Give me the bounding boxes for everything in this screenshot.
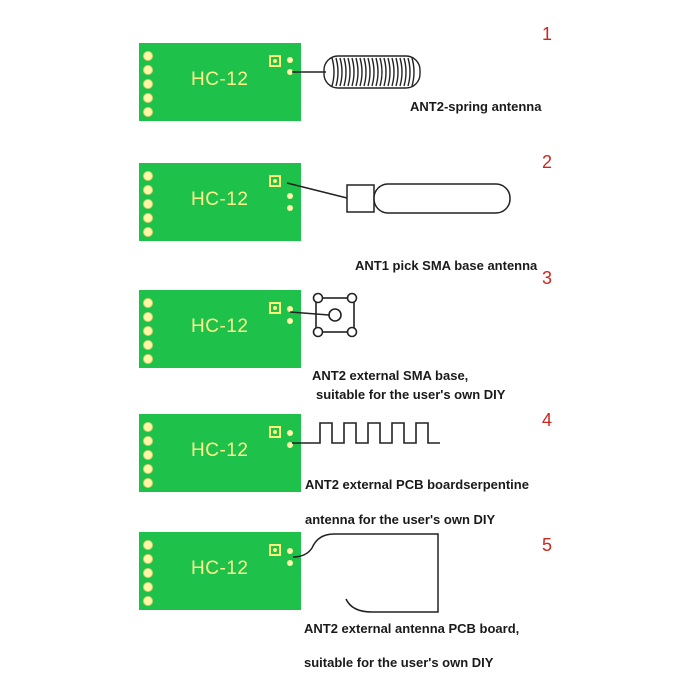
pin-pad — [143, 298, 153, 308]
pin-pad — [143, 65, 153, 75]
module-label: HC-12 — [191, 558, 249, 579]
ant2-pad — [287, 57, 293, 63]
coil-turn — [359, 57, 363, 87]
sma-stick-antenna-icon — [286, 182, 511, 214]
coil-turn — [387, 57, 391, 87]
coil-turn — [355, 57, 359, 87]
coil-turn — [399, 57, 403, 87]
caption-2-line-1: ANT1 pick SMA base antenna — [355, 258, 538, 273]
ant2-pad — [287, 306, 293, 312]
coil-turn — [395, 57, 399, 87]
caption-3-line-1: ANT2 external SMA base, — [312, 368, 469, 383]
pin-pad — [143, 171, 153, 181]
pin-pad — [143, 326, 153, 336]
caption-3-line-2: suitable for the user's own DIY — [316, 387, 506, 402]
coil-turn — [383, 57, 387, 87]
coil-turn — [351, 57, 355, 87]
pin-pad — [143, 464, 153, 474]
coil-turn — [343, 57, 347, 87]
coil-turn — [335, 57, 339, 87]
caption-5-line-2: suitable for the user's own DIY — [304, 655, 494, 670]
pin-pad — [143, 199, 153, 209]
ant2-pad — [287, 69, 293, 75]
caption-5-line-1: ANT2 external antenna PCB board, — [304, 621, 520, 636]
ant2-pad — [287, 430, 293, 436]
spring-antenna-icon — [292, 55, 421, 89]
ant2-pad — [287, 442, 293, 448]
module-label: HC-12 — [191, 316, 249, 337]
pin-pad — [143, 450, 153, 460]
pin-pad — [143, 478, 153, 488]
module-label: HC-12 — [191, 189, 249, 210]
pin-pad — [143, 596, 153, 606]
coil-turn — [407, 57, 411, 87]
panel-number-2: 2 — [542, 152, 553, 172]
pin-pad — [143, 185, 153, 195]
coil-turn — [347, 57, 351, 87]
ant1-pad — [269, 426, 281, 438]
pin-pad — [143, 340, 153, 350]
sma-base-icon — [289, 292, 358, 338]
pin-pad — [143, 554, 153, 564]
coil-turn — [339, 57, 343, 87]
pin-pad — [143, 422, 153, 432]
panel-number-1: 1 — [542, 24, 553, 44]
ant2-pad — [287, 560, 293, 566]
ant1-pad — [269, 302, 281, 314]
ant2-pad — [287, 318, 293, 324]
caption-4-line-1: ANT2 external PCB boardserpentine — [305, 477, 529, 492]
pin-pad — [143, 79, 153, 89]
panel-number-3: 3 — [542, 268, 553, 288]
coil-turn — [363, 57, 367, 87]
ant1-pad — [269, 544, 281, 556]
pin-pad — [143, 568, 153, 578]
panel-number-5: 5 — [542, 535, 553, 555]
pin-pad — [143, 540, 153, 550]
panel-number-4: 4 — [542, 410, 553, 430]
coil-turn — [367, 57, 371, 87]
coil-turn — [411, 57, 415, 87]
hc12-module-5: HC-12 — [139, 532, 301, 610]
coil-turn — [379, 57, 383, 87]
caption-4-line-2: antenna for the user's own DIY — [305, 512, 496, 527]
hc12-module-4: HC-12 — [139, 414, 301, 492]
coil-turn — [371, 57, 375, 87]
caption-1-line-1: ANT2-spring antenna — [410, 99, 542, 114]
hc12-module-1: HC-12 — [139, 43, 301, 121]
hc12-module-3: HC-12 — [139, 290, 301, 368]
ant2-pad — [287, 548, 293, 554]
pin-pad — [143, 213, 153, 223]
coil-turn — [403, 57, 407, 87]
pin-pad — [143, 312, 153, 322]
ant2-pad — [287, 205, 293, 211]
pin-pad — [143, 354, 153, 364]
coil-turn — [375, 57, 379, 87]
module-label: HC-12 — [191, 69, 249, 90]
ant2-pad — [287, 193, 293, 199]
pin-pad — [143, 51, 153, 61]
coil-turn — [331, 57, 335, 87]
ant1-pad — [269, 55, 281, 67]
module-label: HC-12 — [191, 440, 249, 461]
pin-pad — [143, 107, 153, 117]
pin-pad — [143, 582, 153, 592]
pin-pad — [143, 227, 153, 237]
pin-pad — [143, 436, 153, 446]
serpentine-antenna-icon — [292, 422, 440, 444]
pcb-antenna-board-icon — [292, 533, 439, 613]
ant1-pad — [269, 175, 281, 187]
hc12-module-2: HC-12 — [139, 163, 301, 241]
coil-turn — [391, 57, 395, 87]
pin-pad — [143, 93, 153, 103]
